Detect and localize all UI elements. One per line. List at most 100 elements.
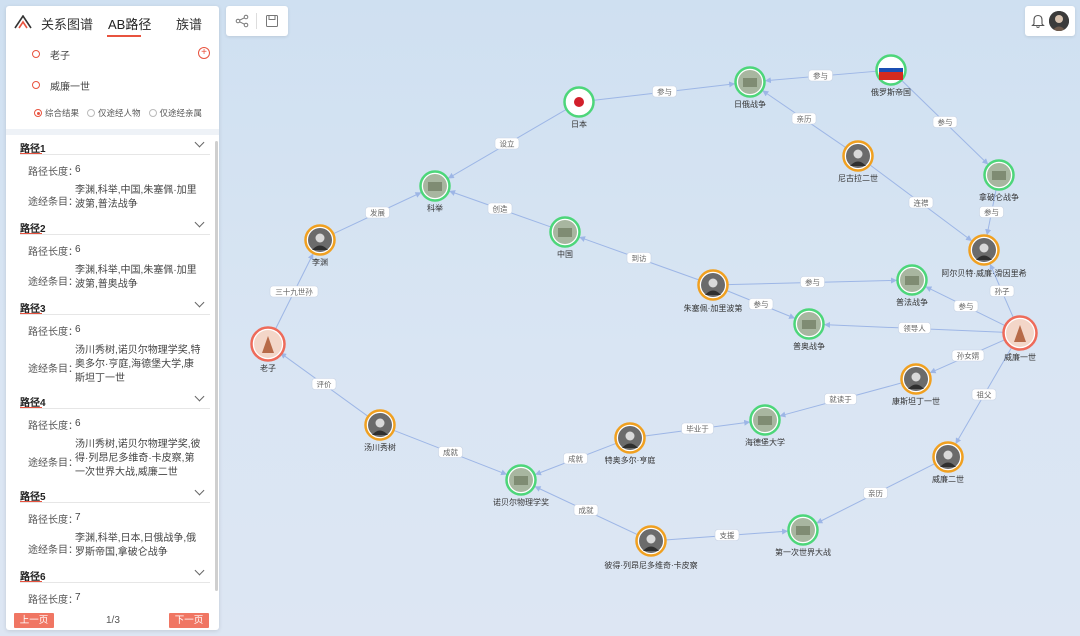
filter-relatives[interactable]: 仅途经亲属 [148,107,202,119]
graph-edge[interactable]: 就读于 [779,382,903,418]
graph-node-nigula[interactable]: 尼古拉二世 [838,140,878,184]
chevron-down-icon[interactable] [194,217,205,228]
avatar[interactable] [1049,11,1069,31]
graph-node-yinhuan[interactable]: 阿尔贝特·威廉·滑因里希 [941,234,1027,279]
edge-label: 参与 [959,301,974,311]
graph-edge[interactable]: 参与 [900,79,989,165]
scene-icon [758,416,772,425]
graph-edge[interactable]: 孙子 [989,263,1015,321]
graph-node-haidebao[interactable]: 海德堡大学 [745,404,785,448]
graph-edge[interactable]: 连襟 [868,163,973,242]
graph-edge[interactable]: 成就 [534,442,618,476]
path-title[interactable]: 路径3 [20,304,46,315]
graph-node-puao[interactable]: 普奥战争 [793,308,825,352]
graph-node-keju[interactable]: 科举 [419,170,451,214]
graph-node-yizhan[interactable]: 第一次世界大战 [775,514,831,558]
graph-edge[interactable]: 成就 [392,429,508,476]
share-icon[interactable] [235,14,249,28]
graph-edge[interactable]: 亲历 [816,462,936,524]
edge-label-bg [979,206,1004,218]
graph-edge[interactable]: 参与 [979,188,1004,236]
path-via-label: 途经条目： [28,277,78,288]
graph-node-pufa[interactable]: 普法战争 [896,264,928,308]
graph-edge[interactable]: 评价 [279,352,369,418]
bell-icon[interactable] [1031,13,1045,29]
filter-persons[interactable]: 仅途经人物 [87,107,141,119]
next-page-button[interactable]: 下一页 [169,613,209,628]
graph-edge[interactable]: 孙女婿 [929,338,1008,374]
path-via-label: 途经条目： [28,458,78,469]
chevron-down-icon[interactable] [194,137,205,148]
graph-node-hengting[interactable]: 特奥多尔·亨庭 [605,422,656,466]
graph-node-riben[interactable]: 日本 [563,86,595,130]
graph-edge[interactable]: 支援 [664,528,789,541]
graph-edge[interactable]: 祖父 [955,344,1014,445]
scrollbar[interactable] [215,141,218,591]
prev-page-button[interactable]: 上一页 [14,613,54,628]
path-title[interactable]: 路径6 [20,572,46,583]
graph-node-jialibodi[interactable]: 朱塞佩·加里波第 [684,269,743,314]
graph-edge[interactable]: 到访 [578,236,700,281]
graph-node-zhongguo[interactable]: 中国 [549,216,581,260]
portrait-icon [646,534,656,544]
edge-label: 祖父 [977,390,992,400]
chevron-down-icon[interactable] [194,485,205,496]
path-separator [20,314,210,315]
path-length-value: 6 [75,244,81,255]
graph-node-kapica[interactable]: 彼得·列昂尼多维奇·卡皮察 [604,525,698,571]
graph-edge[interactable]: 发展 [332,191,422,235]
graph-node-weilian1[interactable]: 威廉一世 [1002,315,1038,363]
node-label: 中国 [557,249,573,259]
edge-label: 支援 [720,530,735,540]
filter-all[interactable]: 综合结果 [34,107,79,119]
filter-radios: 综合结果 仅途经人物 仅途经亲属 [34,107,202,119]
graph-edge[interactable]: 创造 [448,190,552,228]
graph-edge[interactable]: 毕业于 [643,419,751,437]
graph-edge[interactable]: 参与 [764,69,878,84]
graph-node-napolun[interactable]: 拿破仑战争 [979,159,1019,203]
path-via-value: 李渊,科举,中国,朱塞佩·加里波第,普奥战争 [75,265,197,290]
path-title[interactable]: 路径5 [20,492,46,503]
edge-label-bg [681,422,714,435]
path-title[interactable]: 路径1 [20,144,46,155]
graph-node-eluosi[interactable]: 俄罗斯帝国 [871,54,911,98]
save-icon[interactable] [265,14,279,28]
graph-edge[interactable]: 参与 [925,286,1008,328]
edge-label: 到访 [632,253,647,263]
graph-edge[interactable]: 领导人 [823,321,1007,334]
scene-icon [905,276,919,285]
portrait-icon [943,450,953,460]
graph-node-kangsitanding[interactable]: 康斯坦丁一世 [892,363,940,407]
tab-relations[interactable]: 关系图谱 [41,17,94,32]
graph-edge[interactable]: 设立 [447,108,568,179]
person-a-row[interactable]: 老子 [32,46,70,62]
node-label: 朱塞佩·加里波第 [684,303,743,313]
graph-node-tangchuan[interactable]: 汤川秀树 [364,409,396,453]
path-title[interactable]: 路径2 [20,224,46,235]
graph-edge[interactable]: 成就 [534,485,639,536]
edge-label: 毕业于 [686,424,709,434]
graph-node-weilian2[interactable]: 威廉二世 [932,441,964,485]
graph-node-laozi[interactable]: 老子 [250,326,286,374]
graph-edge[interactable]: 参与 [592,81,736,101]
tab-genealogy[interactable]: 族谱 [176,17,203,32]
add-icon[interactable]: + [198,47,210,59]
graph-edge[interactable]: 参与 [726,276,898,288]
path-length-value: 6 [75,164,81,175]
path-title[interactable]: 路径4 [20,398,46,409]
chevron-down-icon[interactable] [194,297,205,308]
chevron-down-icon[interactable] [194,565,205,576]
graph-node-riezhanzheng[interactable]: 日俄战争 [734,66,766,110]
graph-edge[interactable]: 三十九世孙 [269,253,319,332]
graph-edge[interactable]: 参与 [725,289,796,319]
graph-node-nuobeier[interactable]: 诺贝尔物理学奖 [493,464,549,508]
graph-edge[interactable]: 亲历 [762,90,847,149]
tab-ab-path[interactable]: AB路径 [108,17,152,32]
person-b-row[interactable]: 威廉一世 [32,77,90,93]
chevron-down-icon[interactable] [194,391,205,402]
scene-icon [428,182,442,191]
graph-node-liyuan[interactable]: 李渊 [304,224,336,268]
edge-label: 参与 [805,277,820,287]
edge-label-bg [989,285,1015,297]
